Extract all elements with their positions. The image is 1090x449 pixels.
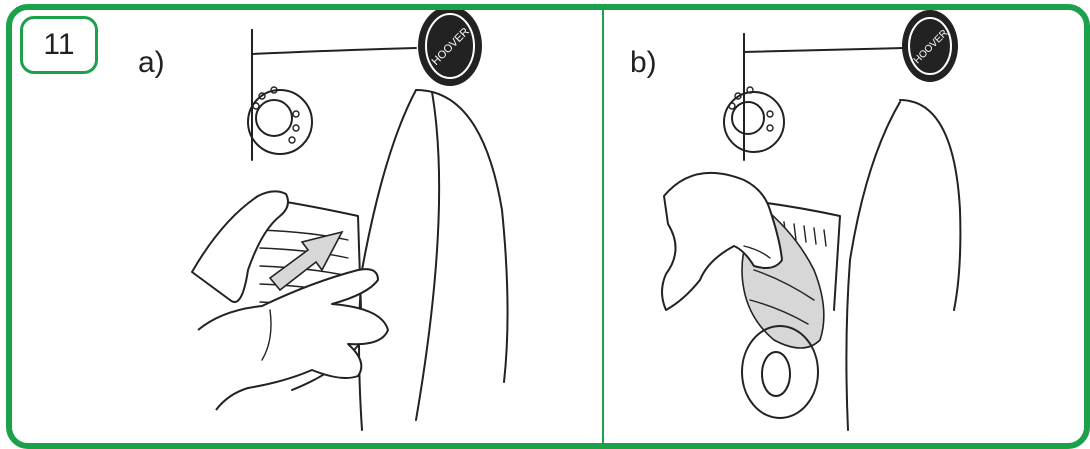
- filter-rib: [753, 269, 815, 301]
- hand-pulling: [661, 171, 783, 311]
- vacuum-top-edge: [743, 33, 905, 53]
- handle-outer: [415, 89, 509, 383]
- panel-a-label: a): [138, 46, 165, 79]
- handle-inner: [358, 89, 417, 431]
- base-oval-inner: [761, 351, 791, 397]
- instruction-frame: 11 HOOVER: [6, 4, 1090, 449]
- base-oval: [741, 325, 819, 419]
- filter-rib: [749, 299, 809, 325]
- hoover-logo: HOOVER: [902, 10, 958, 82]
- step-number: 11: [43, 28, 75, 61]
- step-badge: 11: [20, 16, 98, 74]
- dial-knob: [723, 86, 785, 153]
- handle-inner: [845, 101, 901, 431]
- vacuum-top-edge: [251, 29, 417, 55]
- hand-crease: [261, 309, 272, 361]
- panel-a-illustration: HOOVER: [12, 10, 600, 443]
- panel-divider: [602, 10, 604, 443]
- handle-outer: [899, 99, 962, 311]
- panel-b-illustration: HOOVER: [604, 10, 1084, 443]
- hand-crease: [743, 245, 771, 259]
- panel-a-drawing: HOOVER: [191, 10, 509, 431]
- down-left-arrow-icon: [268, 230, 344, 292]
- panel-b-drawing: HOOVER: [661, 10, 962, 431]
- dial-knob: [247, 86, 313, 155]
- handle-mid: [415, 91, 441, 421]
- hand-lower: [197, 268, 389, 411]
- panel-b-label: b): [630, 46, 657, 79]
- hoover-logo: HOOVER: [418, 10, 482, 86]
- hand-upper: [191, 190, 289, 303]
